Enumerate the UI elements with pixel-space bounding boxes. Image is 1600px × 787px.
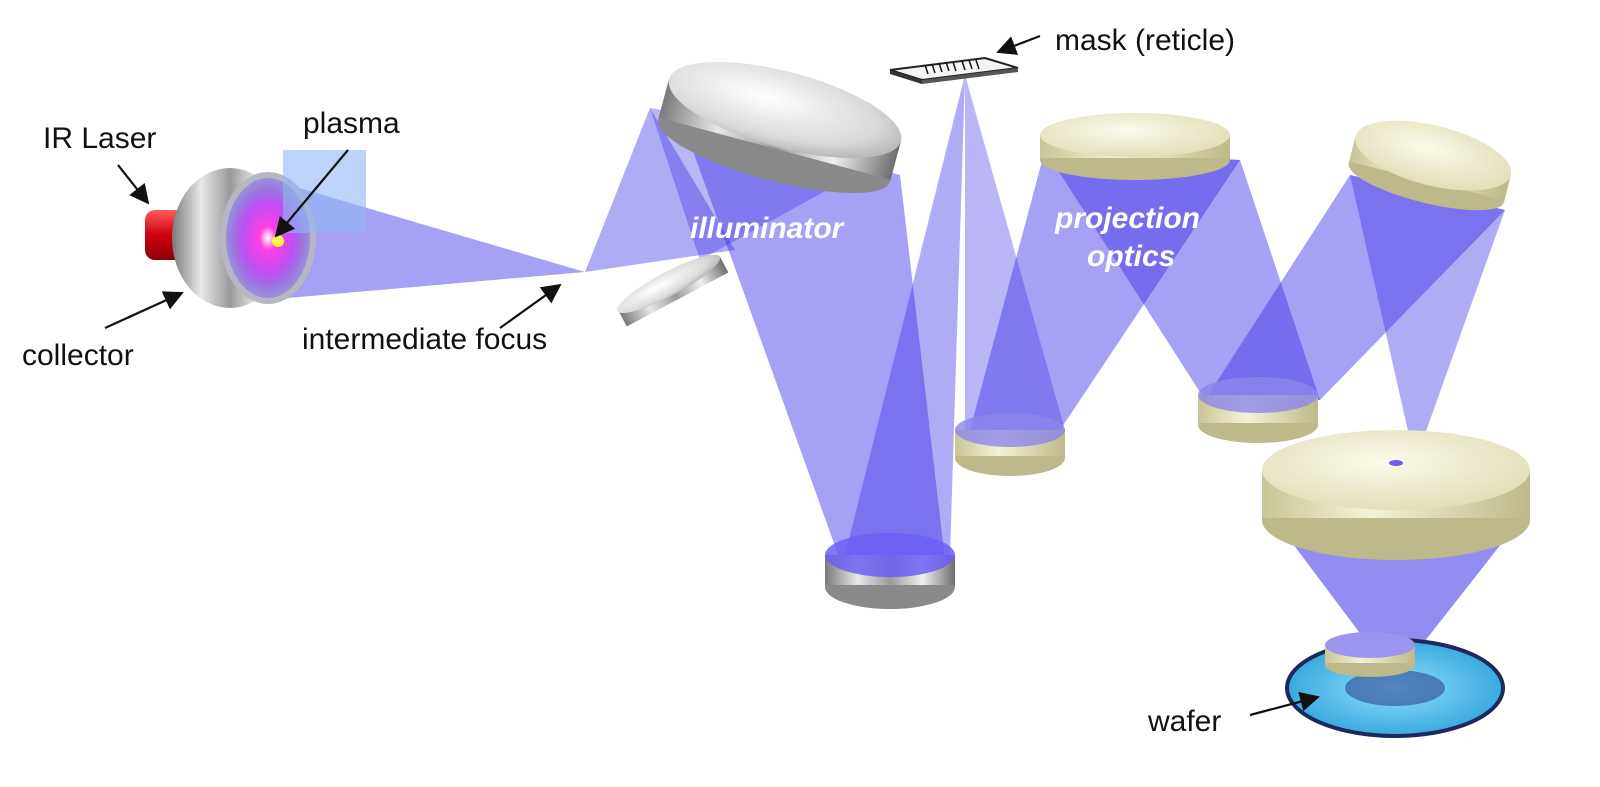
arrow-wafer bbox=[1249, 691, 1320, 717]
mask-reticle bbox=[889, 56, 1019, 84]
arrow-mask bbox=[996, 34, 1041, 55]
mirror-illuminator-1 bbox=[617, 254, 729, 327]
beam-bottom-to-mask bbox=[845, 75, 965, 555]
wafer-exposure-field bbox=[1345, 670, 1445, 706]
mirror-projection-2 bbox=[1040, 113, 1230, 180]
wafer-stage bbox=[1285, 632, 1505, 738]
label-mask: mask (reticle) bbox=[1055, 24, 1235, 57]
label-intermediate-focus: intermediate focus bbox=[302, 323, 547, 356]
label-illuminator: illuminator bbox=[690, 212, 846, 245]
label-projection: projection bbox=[1054, 202, 1200, 235]
plasma-point bbox=[272, 235, 284, 247]
illuminator-mirrors bbox=[617, 61, 955, 609]
mirror-projection-1 bbox=[955, 413, 1065, 476]
beam-cream1-to-cream2 bbox=[970, 150, 1240, 430]
label-plasma: plasma bbox=[303, 107, 400, 140]
mirror-projection-4 bbox=[1348, 120, 1512, 211]
arrow-plasma bbox=[274, 149, 349, 238]
euv-source bbox=[145, 150, 366, 308]
beam-mask-to-cream1 bbox=[965, 75, 1065, 430]
beam-cream2-to-cream3 bbox=[1045, 150, 1320, 400]
beam-focus-to-mirror1 bbox=[585, 108, 735, 272]
labels: IR Laser plasma collector intermediate f… bbox=[22, 24, 1235, 738]
label-collector: collector bbox=[22, 339, 134, 372]
mirror-projection-3 bbox=[1198, 377, 1318, 443]
arrow-intermediate-focus bbox=[499, 283, 562, 329]
label-wafer: wafer bbox=[1147, 705, 1221, 738]
mask-pattern bbox=[924, 59, 980, 75]
mirror-illuminator-bottom bbox=[825, 533, 955, 609]
beam-cream4-to-lens bbox=[1350, 175, 1505, 462]
plasma-highlight-box bbox=[283, 150, 366, 233]
mirror-illuminator-top bbox=[657, 61, 902, 194]
label-optics: optics bbox=[1087, 240, 1175, 273]
arrow-ir-laser bbox=[117, 164, 150, 205]
callout-arrows bbox=[104, 34, 1320, 717]
wafer-final-lens bbox=[1325, 632, 1415, 677]
label-ir-laser: IR Laser bbox=[43, 122, 156, 155]
beam-top-to-bottom bbox=[680, 115, 945, 560]
projection-mirrors bbox=[955, 113, 1530, 560]
arrow-collector bbox=[104, 291, 184, 330]
beam-cream3-to-cream4 bbox=[1205, 175, 1505, 400]
mirror-projection-5 bbox=[1262, 430, 1530, 560]
